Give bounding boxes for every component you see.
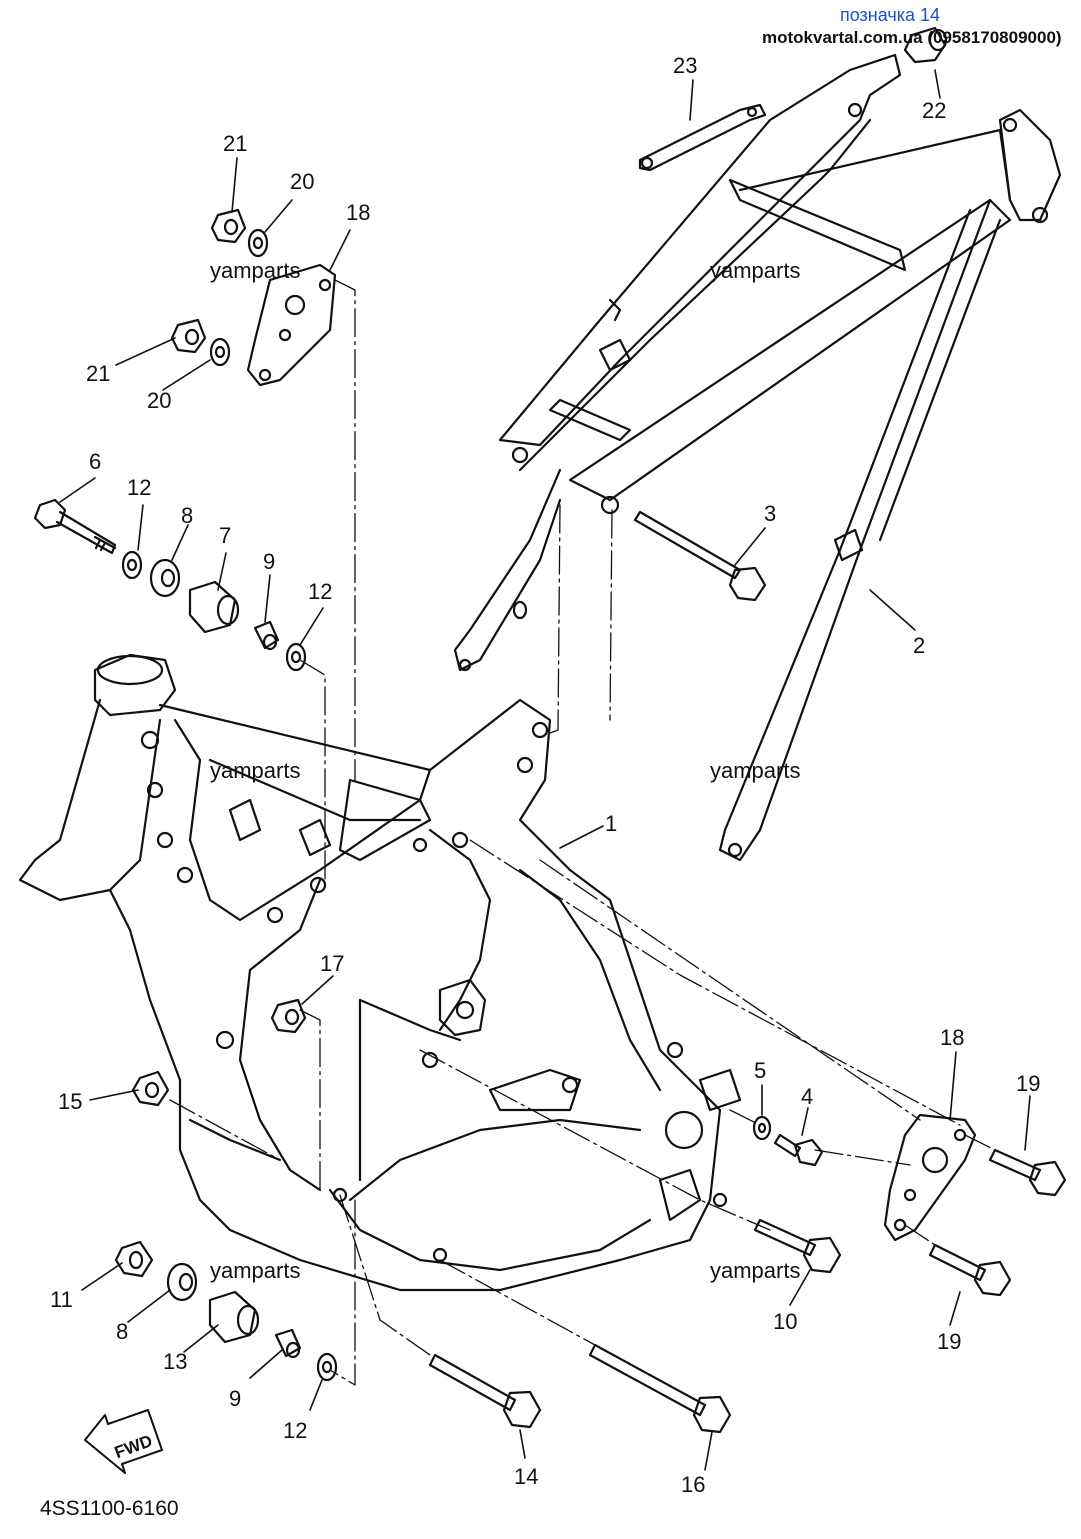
leader-lines [59, 69, 1031, 1471]
fwd-arrow-label: FWD [112, 1431, 155, 1462]
callout-12: 12 [308, 579, 333, 604]
callout-22: 22 [922, 98, 947, 123]
watermark: yamparts [210, 1258, 301, 1283]
callout-12: 12 [283, 1418, 308, 1443]
callout-11: 11 [50, 1287, 73, 1312]
callout-8: 8 [116, 1319, 129, 1344]
callout-4: 4 [801, 1084, 814, 1109]
callout-8: 8 [181, 503, 194, 528]
callout-20: 20 [147, 388, 172, 413]
watermark: yamparts [210, 258, 301, 283]
bolt-part-14 [428, 1353, 542, 1429]
callout-6: 6 [89, 449, 102, 474]
callout-20: 20 [290, 169, 315, 194]
bolt-part-16 [588, 1343, 732, 1434]
bolt-part-6 [33, 498, 117, 555]
watermark: yamparts [710, 258, 801, 283]
bolt-part-19-upper [988, 1148, 1067, 1197]
callout-15: 15 [58, 1089, 83, 1114]
alignment-lines [169, 279, 996, 1386]
watermark: yamparts [210, 758, 301, 783]
header-title: позначка 14 [840, 5, 941, 25]
callout-17: 17 [320, 951, 345, 976]
callout-16: 16 [681, 1472, 706, 1497]
header-site: motokvartal.com.ua (0958170809000) [762, 28, 1062, 47]
nut-part-22 [903, 26, 948, 64]
strap-part-23 [638, 103, 767, 172]
main-frame-part-1 [18, 653, 742, 1292]
diagram-code: 4SS1100-6160 [40, 1497, 179, 1520]
engine-mount-part-18-right [883, 1113, 977, 1242]
callout-9: 9 [229, 1386, 242, 1411]
rear-frame-part-2 [453, 53, 1062, 862]
bolt-part-3 [633, 510, 767, 602]
callout-12: 12 [127, 475, 152, 500]
watermark: yamparts [710, 758, 801, 783]
bolt-part-4 [773, 1133, 824, 1167]
bolt-part-19-lower [928, 1243, 1012, 1297]
bolt-part-10 [753, 1218, 842, 1274]
callout-1: 1 [605, 811, 618, 836]
callout-19: 19 [937, 1329, 962, 1354]
callout-18: 18 [940, 1025, 965, 1050]
callout-23: 23 [673, 53, 698, 78]
small-parts [114, 208, 772, 1382]
callout-7: 7 [219, 523, 232, 548]
callout-10: 10 [773, 1309, 798, 1334]
callout-21: 21 [86, 361, 111, 386]
watermark: yamparts [710, 1258, 801, 1283]
fwd-arrow-icon: FWD [84, 1409, 163, 1474]
callout-19: 19 [1016, 1071, 1041, 1096]
callout-2: 2 [913, 633, 926, 658]
callout-5: 5 [754, 1058, 767, 1083]
callout-21: 21 [223, 131, 248, 156]
callout-3: 3 [764, 501, 777, 526]
callout-14: 14 [514, 1464, 539, 1489]
engine-mount-part-18-top [246, 263, 337, 387]
callout-13: 13 [163, 1349, 188, 1374]
callout-18: 18 [346, 200, 371, 225]
callout-9: 9 [263, 549, 276, 574]
